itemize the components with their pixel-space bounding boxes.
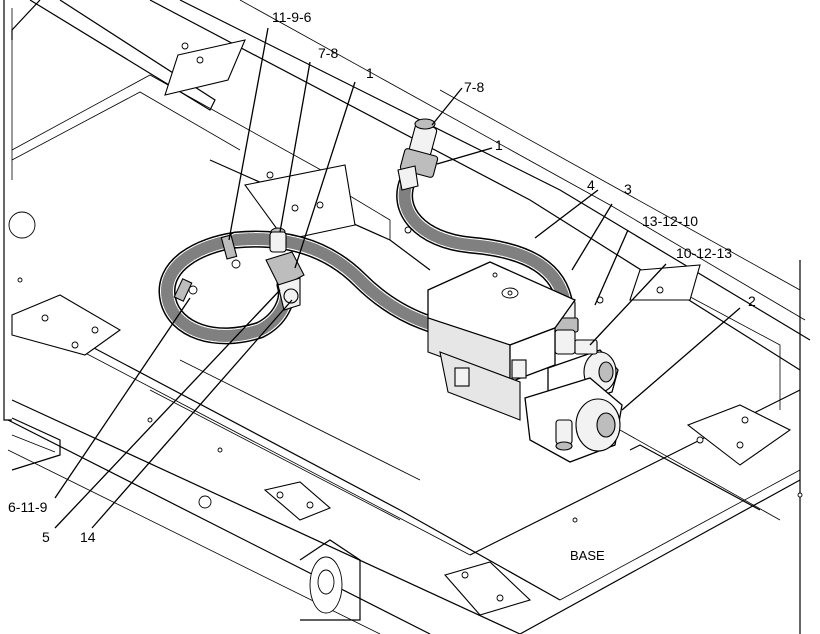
label-5: 5	[42, 529, 50, 545]
solenoid-valve-lower	[524, 377, 623, 463]
label-1-right: 1	[495, 137, 503, 153]
label-4: 4	[587, 177, 595, 193]
fittings	[173, 118, 579, 355]
mounting-plates	[8, 39, 803, 616]
label-14: 14	[80, 529, 96, 545]
hose-clamp-lower	[173, 278, 198, 302]
label-10-12-13: 10-12-13	[676, 245, 732, 261]
leader-lines	[54, 27, 741, 529]
label-1-left: 1	[366, 65, 374, 81]
label-3: 3	[624, 181, 632, 197]
label-6-11-9: 6-11-9	[8, 499, 48, 515]
label-11-9-6: 11-9-6	[272, 9, 312, 25]
label-7-8-left: 7-8	[318, 45, 338, 61]
swivel-fitting-left	[265, 251, 305, 311]
label-7-8-right: 7-8	[464, 79, 484, 95]
valve-assembly	[427, 261, 623, 463]
quick-coupler-upper	[397, 118, 439, 191]
callout-labels: 11-9-6 7-8 1 7-8 1 4 3 13-12-10 10-12-13…	[8, 9, 756, 563]
quick-coupler-left	[269, 227, 287, 253]
hose-clamp-upper	[220, 234, 241, 269]
label-13-12-10: 13-12-10	[642, 213, 698, 229]
label-2: 2	[748, 293, 756, 309]
machine-frame	[3, 0, 811, 634]
label-base: BASE	[570, 548, 605, 563]
